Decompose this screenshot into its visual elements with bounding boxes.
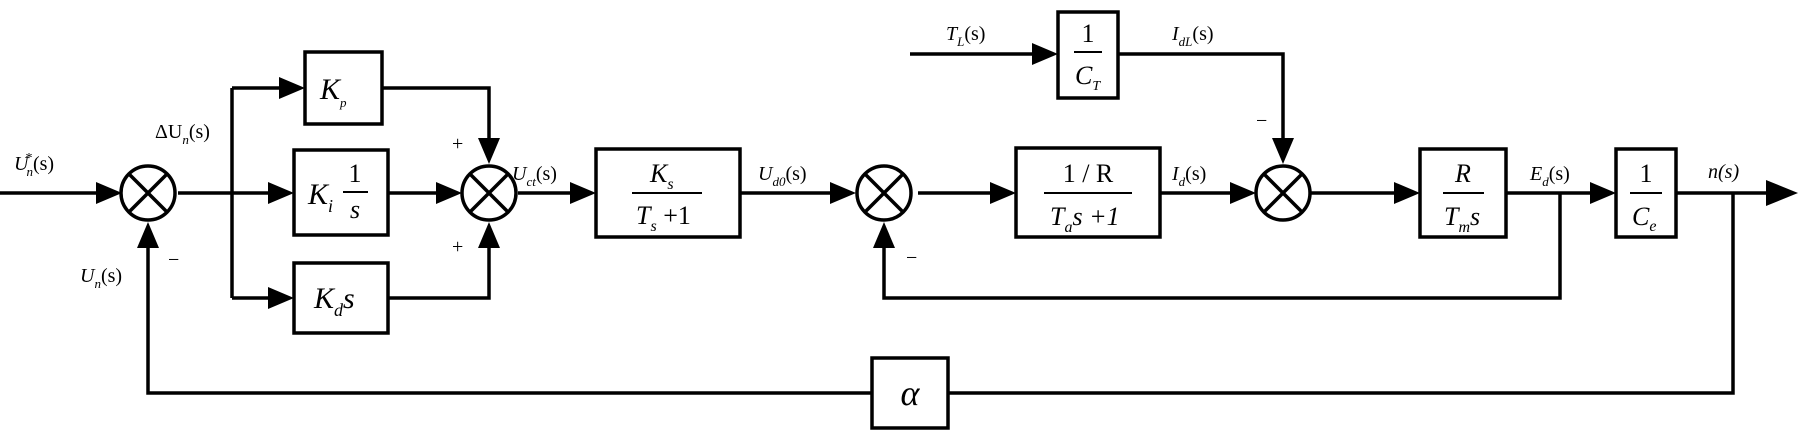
arrow-into-converter	[570, 182, 596, 204]
svg-text:Ce: Ce	[1632, 202, 1656, 235]
converter-denominator: Ts +1	[636, 201, 691, 235]
arrow-into-sum4-top	[1272, 138, 1294, 164]
wire-emf-feedback	[882, 193, 1562, 300]
wires	[0, 52, 1768, 395]
arrow-into-kd	[268, 287, 294, 309]
label-feedback: Un(s)	[80, 265, 122, 291]
arrow-into-sum3-bottom	[873, 222, 895, 248]
svg-text:Ki: Ki	[307, 178, 333, 216]
block-speed-feedback: α	[870, 356, 950, 430]
wire-ct-to-sum4	[1118, 52, 1285, 140]
arrow-output	[1766, 180, 1798, 206]
arrow-into-sum3	[830, 182, 856, 204]
wire-kd-to-sum2	[388, 246, 491, 300]
sum-junction-1	[119, 164, 177, 222]
svg-text:CT: CT	[1075, 61, 1101, 94]
arrow-into-kp	[279, 77, 305, 99]
label-load-torque: TL(s)	[946, 23, 985, 49]
svg-text:Kp: Kp	[319, 73, 347, 110]
svg-text:1: 1	[1082, 19, 1095, 48]
label-armature-current: Id(s)	[1171, 163, 1206, 189]
svg-text:Tms: Tms	[1444, 202, 1480, 236]
sign-sum4-top: −	[1256, 110, 1267, 132]
label-error: ΔUn(s)	[155, 121, 210, 147]
armature-numerator: 1 / R	[1063, 159, 1114, 188]
block-armature: 1 / R Tas +1	[1014, 146, 1162, 239]
sum-junction-2	[460, 164, 518, 222]
converter-numerator: Ks	[649, 159, 674, 193]
label-speed-output: n(s)	[1708, 161, 1739, 183]
block-ki: Ki 1 s	[292, 148, 390, 237]
sum-junction-3	[855, 164, 913, 222]
arrow-into-sum1	[96, 182, 122, 204]
arrow-into-armature	[990, 182, 1016, 204]
svg-text:R: R	[1454, 159, 1471, 188]
ki-numerator: 1	[349, 159, 362, 188]
sign-sum2-top: +	[452, 133, 463, 155]
label-controller-output: Uct(s)	[512, 163, 557, 189]
label-converter-output: Ud0(s)	[758, 163, 807, 189]
sign-sum3-feedback: −	[906, 247, 917, 269]
ki-denominator: s	[350, 195, 360, 224]
arrow-into-ki	[268, 182, 294, 204]
arrow-into-sum1-bottom	[137, 222, 159, 248]
block-kp: Kp	[303, 50, 384, 126]
arrow-into-ct	[1032, 43, 1058, 65]
arrow-into-mechanical	[1394, 182, 1420, 204]
arrowheads	[96, 43, 1798, 309]
sign-sum2-bottom: +	[452, 236, 463, 258]
label-emf: Ed(s)	[1529, 163, 1570, 189]
label-load-current: IdL(s)	[1171, 23, 1214, 49]
svg-text:Kds: Kds	[313, 282, 355, 320]
wire-alpha-to-sum1	[146, 240, 872, 395]
label-input: U*n(s)	[14, 151, 54, 179]
armature-denominator: Tas +1	[1050, 202, 1120, 236]
arrow-into-sum4	[1230, 182, 1256, 204]
svg-text:1: 1	[1640, 159, 1653, 188]
block-emf-constant: 1 Ce	[1614, 147, 1678, 239]
sum-junction-4	[1254, 164, 1312, 222]
arrow-into-sum2-top	[478, 138, 500, 164]
arrow-into-sum2-bottom	[478, 222, 500, 248]
arrow-into-ce	[1590, 182, 1616, 204]
block-mechanical: R Tms	[1418, 147, 1508, 239]
wire-kp-to-sum2	[382, 86, 491, 140]
block-converter: Ks Ts +1	[594, 147, 742, 239]
block-torque-constant: 1 CT	[1056, 10, 1120, 100]
wire-speed-feedback	[948, 193, 1735, 395]
sign-sum1-feedback: −	[168, 249, 179, 271]
svg-text:α: α	[901, 373, 921, 413]
block-kd: Kds	[292, 261, 390, 335]
arrow-into-sum2-left	[436, 182, 462, 204]
